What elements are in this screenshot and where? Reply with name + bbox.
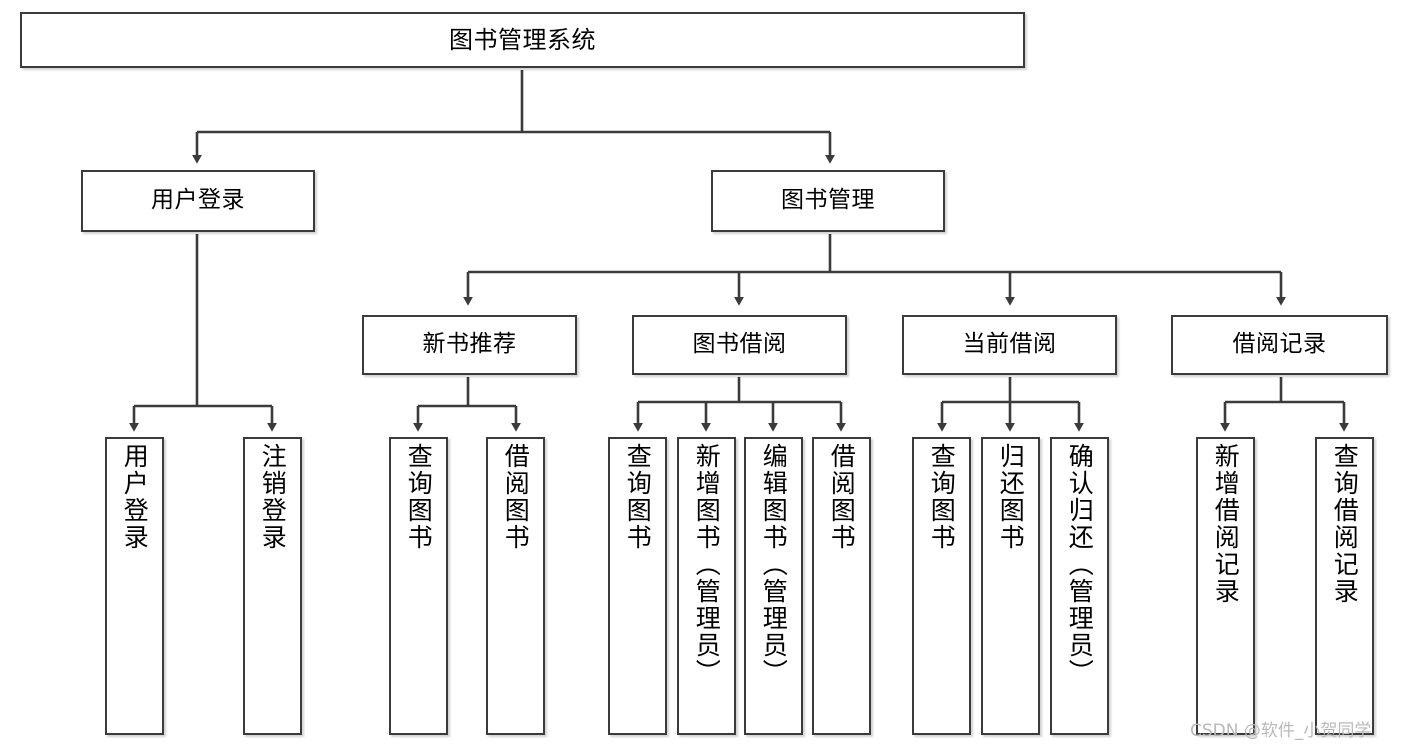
leaf-query-book-2[interactable]: 查询图书 — [608, 437, 667, 735]
node-borrow-record[interactable]: 借阅记录 — [1171, 315, 1388, 375]
node-root-label: 图书管理系统 — [449, 25, 596, 54]
leaf-logout-login-label: 注销登录 — [258, 443, 288, 551]
leaf-borrow-book-1[interactable]: 借阅图书 — [486, 437, 545, 735]
node-book-manage[interactable]: 图书管理 — [711, 170, 945, 232]
node-new-book-recommend[interactable]: 新书推荐 — [362, 315, 577, 375]
node-current-borrow-label: 当前借阅 — [962, 331, 1057, 358]
leaf-confirm-return[interactable]: 确认归还（管理员） — [1050, 437, 1109, 735]
leaf-edit-book[interactable]: 编辑图书（管理员） — [744, 437, 803, 735]
leaf-add-book[interactable]: 新增图书（管理员） — [677, 437, 736, 735]
leaf-add-record[interactable]: 新增借阅记录 — [1196, 437, 1255, 735]
leaf-add-book-label: 新增图书（管理员） — [692, 443, 722, 686]
leaf-query-book-3-label: 查询图书 — [927, 443, 957, 551]
node-user-login-label: 用户登录 — [151, 187, 245, 214]
leaf-borrow-book-1-label: 借阅图书 — [501, 443, 531, 551]
node-root[interactable]: 图书管理系统 — [20, 12, 1025, 68]
watermark: CSDN @软件_小贺同学 — [1190, 721, 1372, 741]
node-book-borrow-label: 图书借阅 — [692, 331, 787, 358]
leaf-query-book-2-label: 查询图书 — [623, 443, 653, 551]
node-new-book-recommend-label: 新书推荐 — [422, 331, 517, 358]
leaf-logout-login[interactable]: 注销登录 — [243, 437, 302, 735]
node-user-login[interactable]: 用户登录 — [81, 170, 315, 232]
leaf-query-book-1-label: 查询图书 — [404, 443, 434, 551]
leaf-confirm-return-label: 确认归还（管理员） — [1065, 443, 1095, 686]
leaf-user-login-label: 用户登录 — [120, 443, 150, 551]
leaf-query-book-1[interactable]: 查询图书 — [389, 437, 448, 735]
node-current-borrow[interactable]: 当前借阅 — [902, 315, 1117, 375]
leaf-user-login[interactable]: 用户登录 — [105, 437, 164, 735]
node-book-borrow[interactable]: 图书借阅 — [632, 315, 847, 375]
leaf-query-record-label: 查询借阅记录 — [1330, 443, 1360, 605]
leaf-query-record[interactable]: 查询借阅记录 — [1315, 437, 1374, 735]
leaf-borrow-book-2-label: 借阅图书 — [827, 443, 857, 551]
leaf-return-book[interactable]: 归还图书 — [981, 437, 1040, 735]
node-book-manage-label: 图书管理 — [781, 187, 875, 214]
leaf-query-book-3[interactable]: 查询图书 — [912, 437, 971, 735]
leaf-borrow-book-2[interactable]: 借阅图书 — [812, 437, 871, 735]
leaf-add-record-label: 新增借阅记录 — [1211, 443, 1241, 605]
leaf-return-book-label: 归还图书 — [996, 443, 1026, 551]
leaf-edit-book-label: 编辑图书（管理员） — [759, 443, 789, 686]
node-borrow-record-label: 借阅记录 — [1232, 331, 1327, 358]
